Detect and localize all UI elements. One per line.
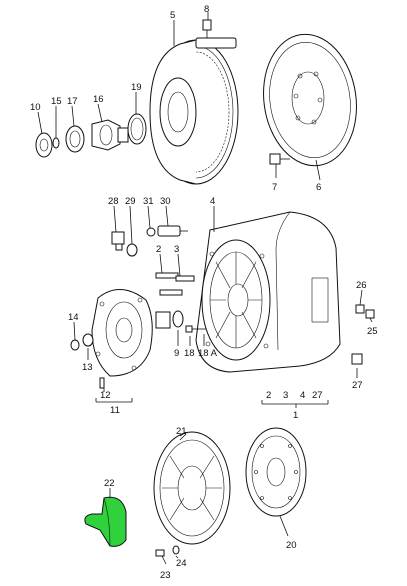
callout-bracket-2: 2 — [266, 390, 271, 401]
studs-2-3[interactable] — [155, 272, 195, 296]
seal-9[interactable] — [172, 310, 184, 328]
ring-15[interactable] — [52, 137, 60, 149]
callout-6: 6 — [316, 182, 321, 193]
pressure-plate[interactable] — [153, 431, 231, 545]
callout-29: 29 — [125, 196, 136, 207]
washer-24[interactable] — [172, 545, 180, 555]
callout-14: 14 — [68, 312, 79, 323]
washer-29[interactable] — [126, 243, 138, 257]
callout-28: 28 — [108, 196, 119, 207]
callout-9: 9 — [174, 348, 179, 359]
callout-25: 25 — [367, 326, 378, 337]
seal-17[interactable] — [65, 125, 85, 153]
callout-20: 20 — [286, 540, 297, 551]
callout-labels: 5 8 10 15 17 16 19 6 7 28 29 31 30 4 2 3… — [30, 4, 378, 581]
callout-21: 21 — [176, 426, 187, 437]
callout-18: 18 — [184, 348, 195, 359]
plug-28[interactable] — [111, 231, 125, 251]
sensor-30[interactable] — [157, 225, 188, 237]
callout-24: 24 — [176, 558, 187, 569]
callout-bracket-27: 27 — [312, 390, 323, 401]
callout-27: 27 — [352, 380, 363, 391]
callout-4: 4 — [210, 196, 215, 207]
callout-15: 15 — [51, 96, 62, 107]
callout-23: 23 — [160, 570, 171, 581]
washer-14[interactable] — [70, 339, 80, 351]
torque-converter[interactable] — [149, 37, 239, 185]
drive-plate[interactable] — [255, 28, 364, 172]
callout-17: 17 — [67, 96, 78, 107]
callout-31: 31 — [143, 196, 154, 207]
pin-12[interactable] — [99, 377, 105, 389]
bolt-18[interactable] — [185, 325, 206, 333]
callout-13: 13 — [82, 362, 93, 373]
hub-16[interactable] — [91, 119, 129, 151]
callout-12: 12 — [100, 390, 111, 401]
transmission-housing[interactable] — [195, 211, 341, 373]
bolt-8[interactable] — [202, 19, 212, 38]
nut-25[interactable] — [365, 309, 375, 319]
callout-26: 26 — [356, 280, 367, 291]
callout-1: 1 — [293, 410, 298, 421]
washer-31[interactable] — [146, 227, 156, 237]
callout-bracket-3: 3 — [283, 390, 288, 401]
bolt-7[interactable] — [269, 153, 290, 165]
bolt-23[interactable] — [155, 549, 165, 557]
callout-22: 22 — [104, 478, 115, 489]
callout-11: 11 — [110, 405, 120, 416]
callout-2: 2 — [156, 244, 161, 255]
callout-8: 8 — [204, 4, 209, 15]
release-bearing-22[interactable] — [84, 496, 127, 547]
bushing-13[interactable] — [82, 333, 94, 347]
nut-26[interactable] — [355, 304, 365, 314]
clutch-disc[interactable] — [245, 427, 307, 517]
callout-10: 10 — [30, 102, 41, 113]
leader-lines — [37, 12, 373, 565]
callout-30: 30 — [160, 196, 171, 207]
ring-19[interactable] — [127, 113, 147, 145]
bearing-10[interactable] — [35, 132, 53, 158]
callout-19: 19 — [131, 82, 142, 93]
callout-bracket-4: 4 — [300, 390, 305, 401]
callout-3: 3 — [174, 244, 179, 255]
plug-27[interactable] — [351, 353, 363, 365]
callout-5: 5 — [170, 10, 175, 21]
callout-16: 16 — [93, 94, 104, 105]
intermediate-plate[interactable] — [91, 289, 171, 377]
callout-7: 7 — [272, 182, 277, 193]
callout-18a: 18 A — [198, 348, 218, 359]
